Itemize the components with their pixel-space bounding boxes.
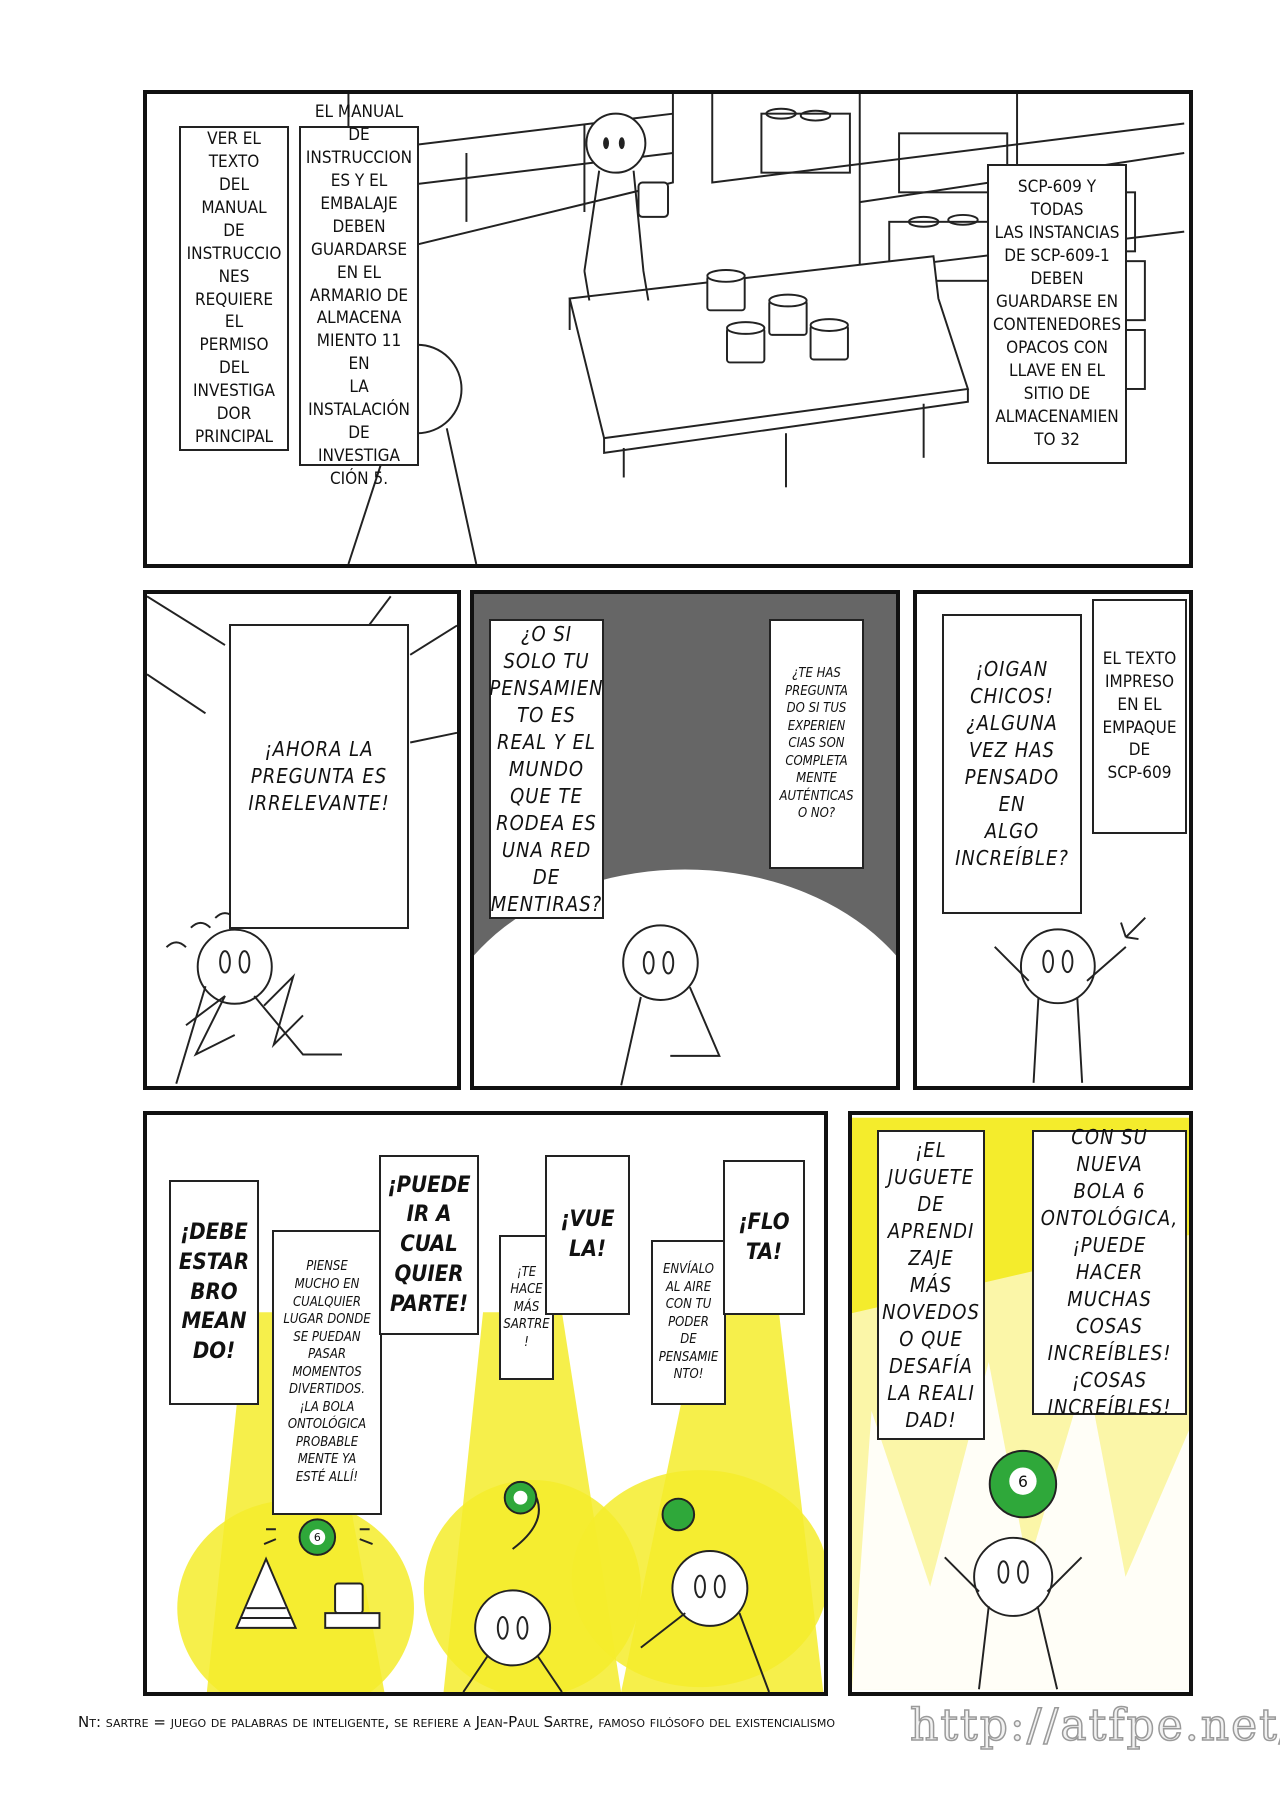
burst-illustration [147,595,457,1084]
speech-authentic: ¿TE HAS PREGUNTA DO SI TUS EXPERIEN CIAS… [769,619,864,869]
caption-manual-storage: EL MANUAL DE INSTRUCCION ES Y EL EMBALAJ… [299,102,419,489]
speech-can-go-anywhere: ¡PUEDE IR A CUAL QUIER PARTE! [379,1155,479,1335]
watermark: http://atfpe.net/ [909,1699,1280,1752]
speech-think-hard: PIENSE MUCHO EN CUALQUIER LUGAR DONDE SE… [272,1230,382,1515]
panel-irrelevant: ¡AHORA LA PREGUNTA ES IRRELEVANTE! [143,590,461,1090]
speech-must-be-joking: ¡DEBE ESTAR BRO MEAN DO! [169,1180,259,1405]
panel-ball-magic: 6 ¡DEBE ESTAR BRO MEAN DO! PIENSE MUCHO … [143,1111,828,1696]
speech-float: ¡FLO TA! [723,1160,805,1315]
speech-guys: ¡OIGAN CHICOS! ¿ALGUNA VEZ HAS PENSADO E… [942,614,1082,914]
ball-scene-illustration: 6 [177,1312,824,1692]
panel-storage-room: VER EL TEXTO DEL MANUAL DE INSTRUCCIO NE… [143,90,1193,568]
ball-six-label: 6 [1018,1473,1028,1491]
panel-incredible: ¡OIGAN CHICOS! ¿ALGUNA VEZ HAS PENSADO E… [913,590,1193,1090]
storage-room-illustration [347,94,1185,564]
caption-container-storage: SCP-609 Y TODAS LAS INSTANCIAS DE SCP-60… [987,164,1127,464]
speech-send-it: ENVÍALO AL AIRE CON TU PODER DE PENSAMIE… [651,1240,726,1405]
caption-package-text: EL TEXTO IMPRESO EN EL EMPAQUE DE SCP-60… [1092,599,1187,834]
translator-footnote: Nt: sartre = juego de palabras de inteli… [78,1713,836,1731]
speech-new-ball: CON SU NUEVA BOLA 6 ONTOLÓGICA, ¡PUEDE H… [1032,1125,1187,1419]
speech-learning-toy: ¡EL JUGUETE DE APRENDI ZAJE MÁS NOVEDOS … [877,1130,985,1440]
speech-more-sartre: ¡TE HACE MÁS SARTRE ! [499,1235,554,1380]
panel-ontological-ball: 6 ¡EL JUGUETE DE APRENDI ZAJE MÁS NOVEDO… [848,1111,1193,1696]
figure-illustration [994,917,1146,1083]
spotlight-illustration [474,869,896,1086]
speech-irrelevant: ¡AHORA LA PREGUNTA ES IRRELEVANTE! [229,624,409,929]
ball-number-label: 6 [314,1531,321,1544]
speech-fly: ¡VUE LA! [545,1155,630,1315]
panel-lies: ¿O SI SOLO TU PENSAMIEN TO ES REAL Y EL … [470,590,900,1090]
caption-manual-permission: VER EL TEXTO DEL MANUAL DE INSTRUCCIO NE… [179,126,289,451]
speech-lies: ¿O SI SOLO TU PENSAMIEN TO ES REAL Y EL … [489,619,604,919]
